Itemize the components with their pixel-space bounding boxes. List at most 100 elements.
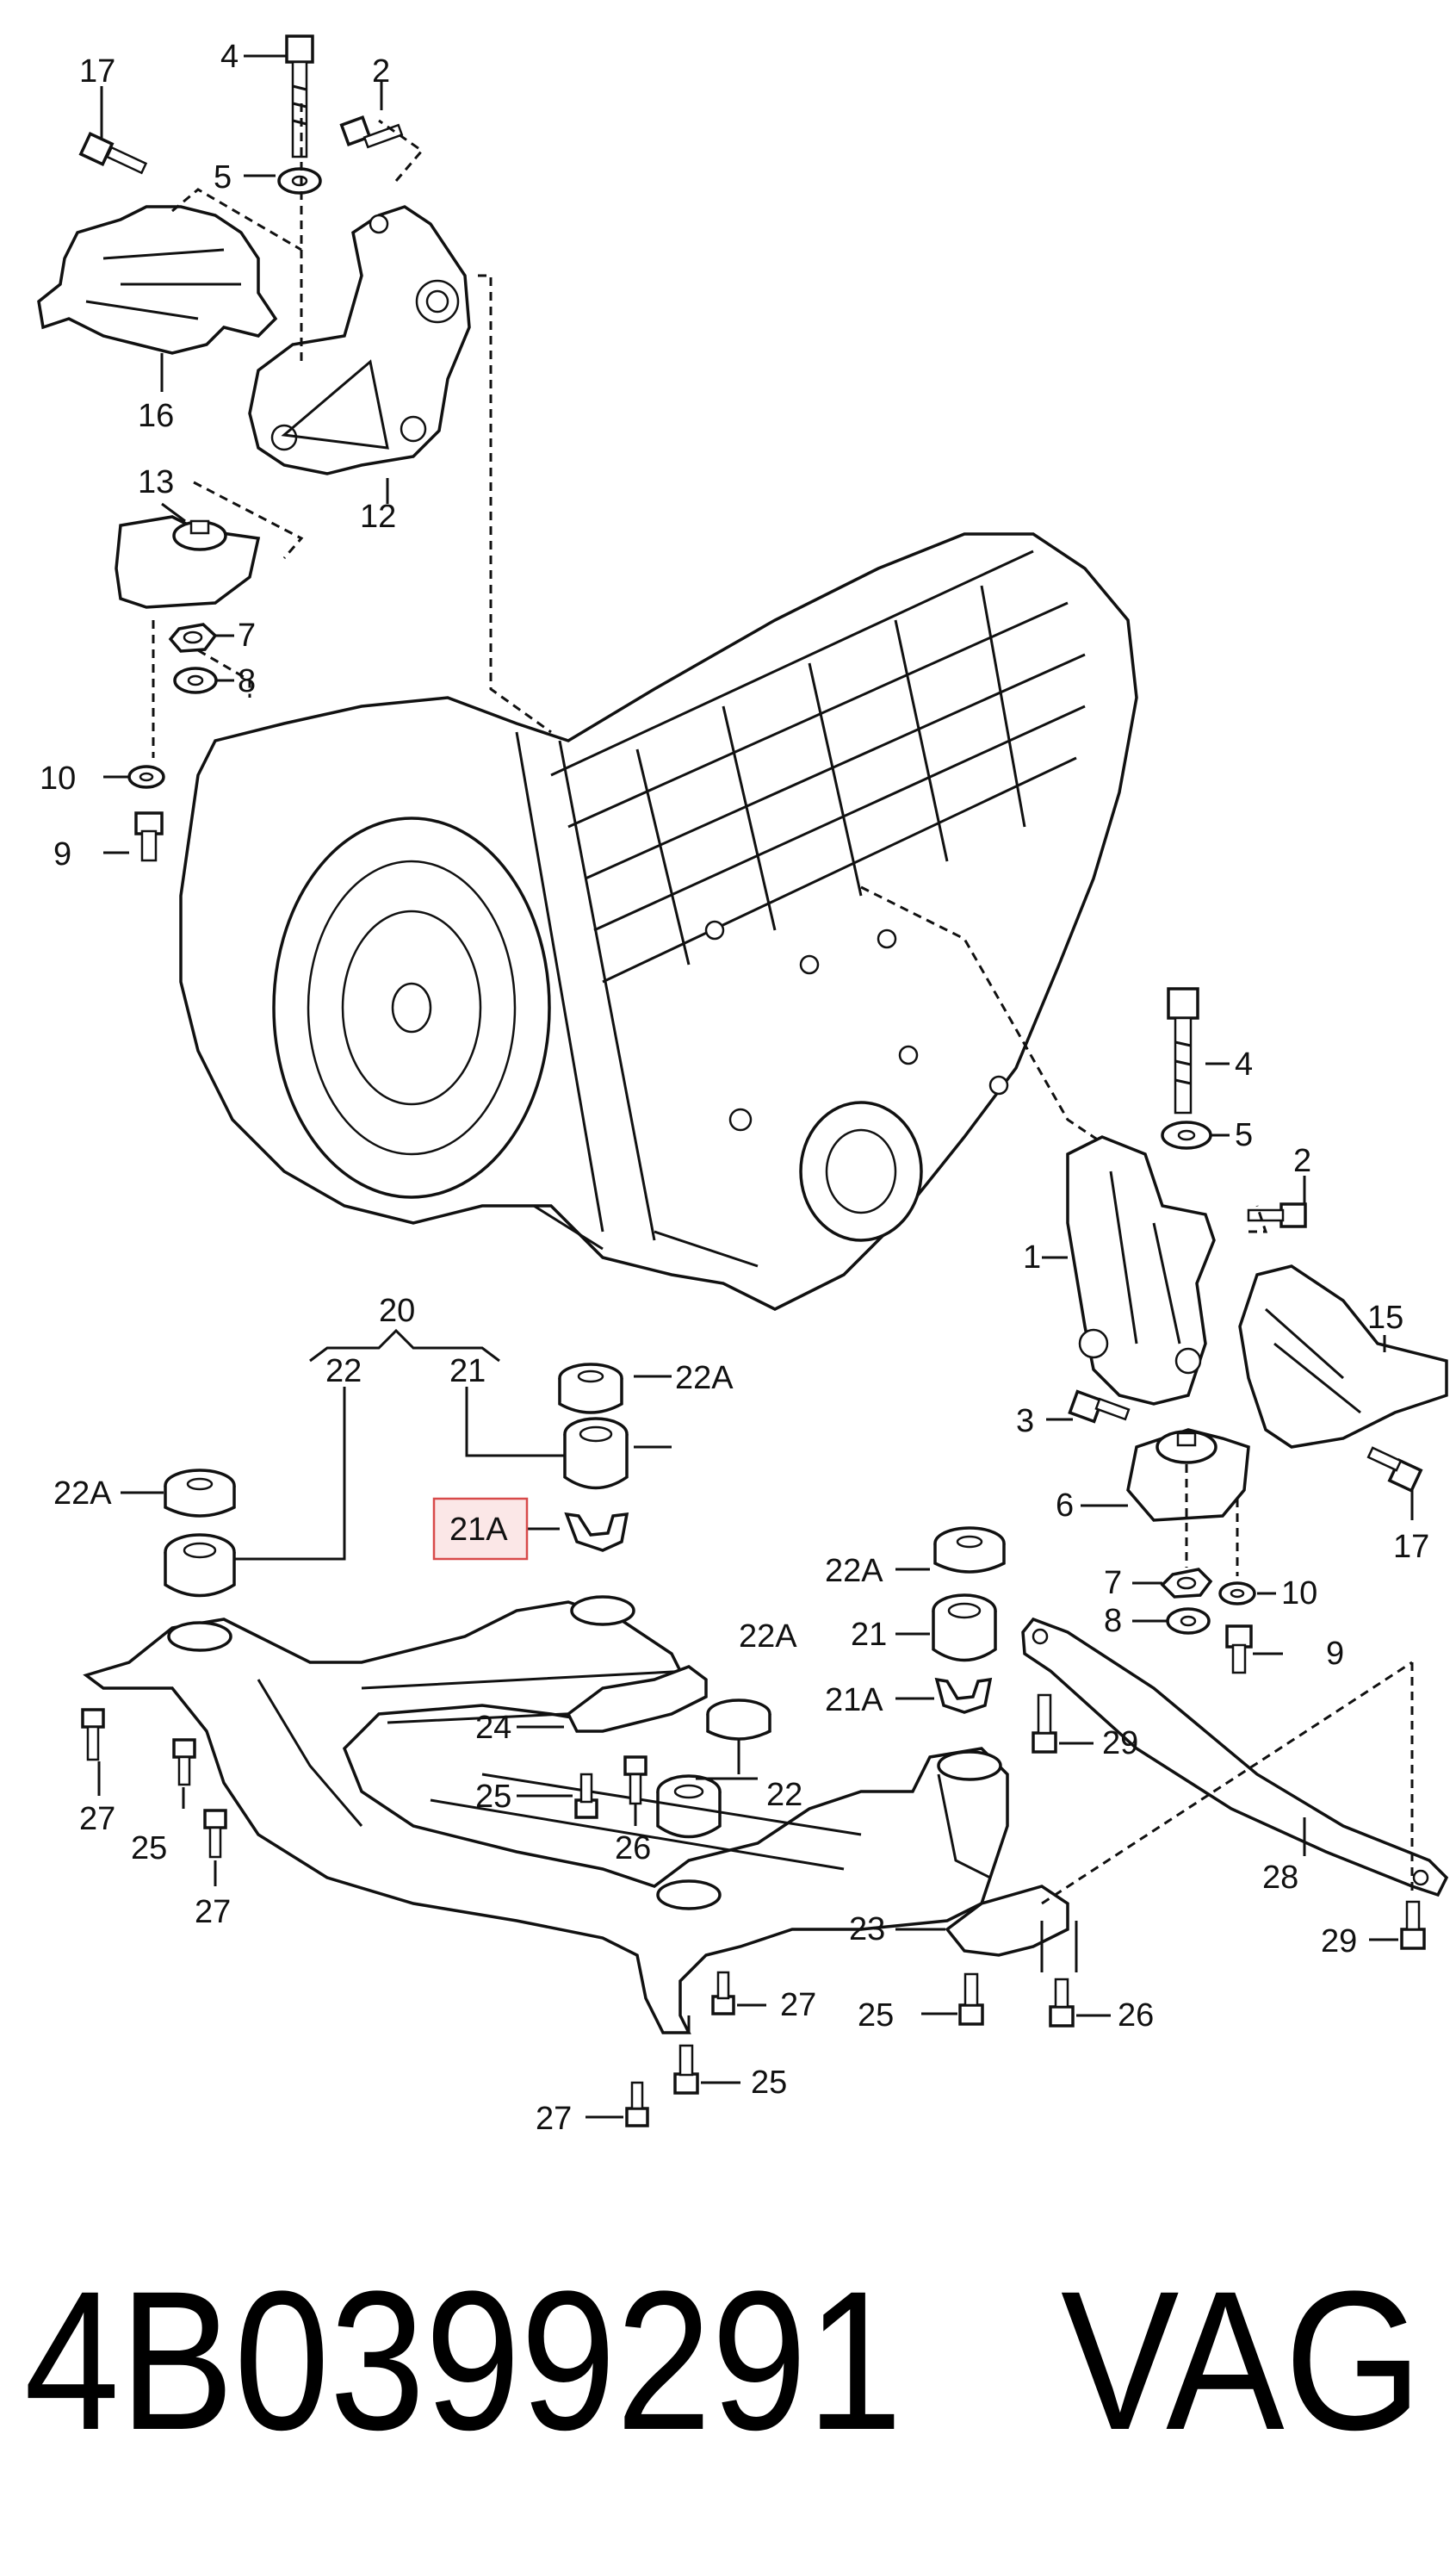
bolt-4-top: [285, 34, 314, 158]
bushing-21-center: [563, 1417, 629, 1490]
callout-22A: 22A: [739, 1618, 797, 1655]
callout-24: 24: [475, 1710, 511, 1746]
washer-8-right: [1166, 1607, 1211, 1635]
callout-6: 6: [1056, 1487, 1074, 1524]
callout-29: 29: [1102, 1725, 1138, 1761]
heat-shield-15: [1238, 1264, 1448, 1449]
bolt-29-lower: [1400, 1900, 1426, 1950]
bolt-2-top: [339, 115, 404, 149]
bolt-26-right: [1049, 1978, 1075, 2028]
callout-4: 4: [1235, 1046, 1253, 1083]
callout-22A: 22A: [825, 1553, 883, 1589]
callout-3: 3: [1016, 1403, 1034, 1439]
callout-22A: 22A: [53, 1475, 112, 1512]
callout-26: 26: [1118, 1997, 1154, 2034]
callout-27: 27: [79, 1801, 115, 1837]
bushing-cap-22A-left: [164, 1469, 236, 1518]
callout-27: 27: [536, 2101, 572, 2137]
callout-8: 8: [1104, 1603, 1122, 1639]
bolt-25-center: [574, 1773, 598, 1819]
nut-7-right: [1160, 1568, 1213, 1599]
callout-25: 25: [475, 1779, 511, 1815]
nut-7-top: [168, 623, 218, 653]
bolt-4-right: [1167, 987, 1199, 1115]
bolt-2-right: [1247, 1202, 1307, 1228]
callout-20: 20: [379, 1293, 415, 1329]
bolt-9-top: [134, 811, 164, 862]
callout-17: 17: [1393, 1529, 1429, 1565]
callout-21: 21: [851, 1617, 887, 1653]
washer-10-right: [1218, 1581, 1256, 1605]
callout-15: 15: [1367, 1300, 1403, 1336]
bushing-22-lower: [656, 1774, 722, 1839]
bolt-27-left-b: [203, 1809, 227, 1859]
callout-5: 5: [214, 159, 232, 196]
callout-9: 9: [1326, 1636, 1344, 1672]
bolt-26-center: [623, 1755, 647, 1805]
callout-12: 12: [360, 499, 396, 535]
callout-23: 23: [849, 1911, 885, 1947]
heat-shield-16: [37, 205, 278, 355]
top-left-bracket-group: [37, 34, 552, 734]
callout-26: 26: [615, 1830, 651, 1866]
callout-21A: 21A: [825, 1682, 883, 1718]
bracket-23: [945, 1885, 1069, 1957]
brand-name: VAG: [1061, 2250, 1422, 2471]
subframe-group: [81, 1328, 1449, 2127]
bushing-22-left: [164, 1533, 236, 1598]
rubber-mount-6: [1126, 1428, 1250, 1522]
bracket-12: [248, 205, 471, 475]
callout-22: 22: [766, 1777, 802, 1813]
washer-5-right: [1161, 1121, 1212, 1150]
callout-25: 25: [858, 1997, 894, 2034]
callout-27: 27: [780, 1987, 816, 2023]
callout-22A: 22A: [675, 1360, 734, 1396]
callout-13: 13: [138, 464, 174, 500]
callout-28: 28: [1262, 1860, 1298, 1896]
callout-2: 2: [372, 53, 390, 90]
bushing-cap-22A-lower: [706, 1698, 771, 1741]
transmission-assembly: [179, 532, 1138, 1311]
bolt-25-bottom: [673, 2044, 699, 2095]
callout-8: 8: [238, 663, 256, 699]
callout-21: 21: [449, 1353, 486, 1389]
callout-25: 25: [131, 1830, 167, 1866]
callout-21A-highlighted: 21A: [449, 1512, 508, 1548]
bracket-24: [566, 1665, 708, 1733]
washer-8-top: [173, 667, 218, 694]
callout-22: 22: [325, 1353, 362, 1389]
bushing-cap-22A-center: [558, 1363, 623, 1414]
bolt-25-left: [172, 1738, 196, 1786]
bolt-3: [1068, 1389, 1131, 1424]
bushing-21-right: [932, 1593, 997, 1662]
callout-16: 16: [138, 398, 174, 434]
callout-labels: 17 4 2 5 16 13 12 7 8 10 9 4 5 2 1 15 3 …: [40, 39, 1429, 2137]
bolt-27-center: [711, 1971, 735, 2015]
callout-7: 7: [1104, 1565, 1122, 1601]
callout-2: 2: [1293, 1143, 1311, 1179]
bolt-25-right: [958, 1972, 984, 2026]
washer-10-top: [127, 765, 165, 789]
clip-21A-highlighted: [564, 1512, 629, 1552]
callout-27: 27: [195, 1894, 231, 1930]
callout-9: 9: [53, 836, 71, 873]
callout-1: 1: [1023, 1239, 1041, 1276]
bushing-cap-22A-right: [933, 1526, 1006, 1574]
callout-17: 17: [79, 53, 115, 90]
callout-10: 10: [1281, 1575, 1317, 1612]
callout-4: 4: [220, 39, 239, 75]
bolt-27-left-a: [81, 1708, 105, 1761]
rubber-mount-13: [115, 502, 261, 609]
bolt-17-right: [1366, 1446, 1423, 1494]
highlight-box-21A: [432, 1497, 529, 1561]
callout-5: 5: [1235, 1117, 1253, 1153]
bolt-27-bottom: [625, 2081, 649, 2127]
bolt-9-right: [1225, 1624, 1253, 1674]
bolt-29-upper: [1032, 1693, 1057, 1754]
part-number: 4B0399291: [24, 2250, 902, 2471]
callout-29: 29: [1321, 1923, 1357, 1959]
brace-28: [1021, 1617, 1449, 1897]
right-bracket-group: [1042, 987, 1448, 1674]
bolt-17-top: [78, 131, 148, 175]
